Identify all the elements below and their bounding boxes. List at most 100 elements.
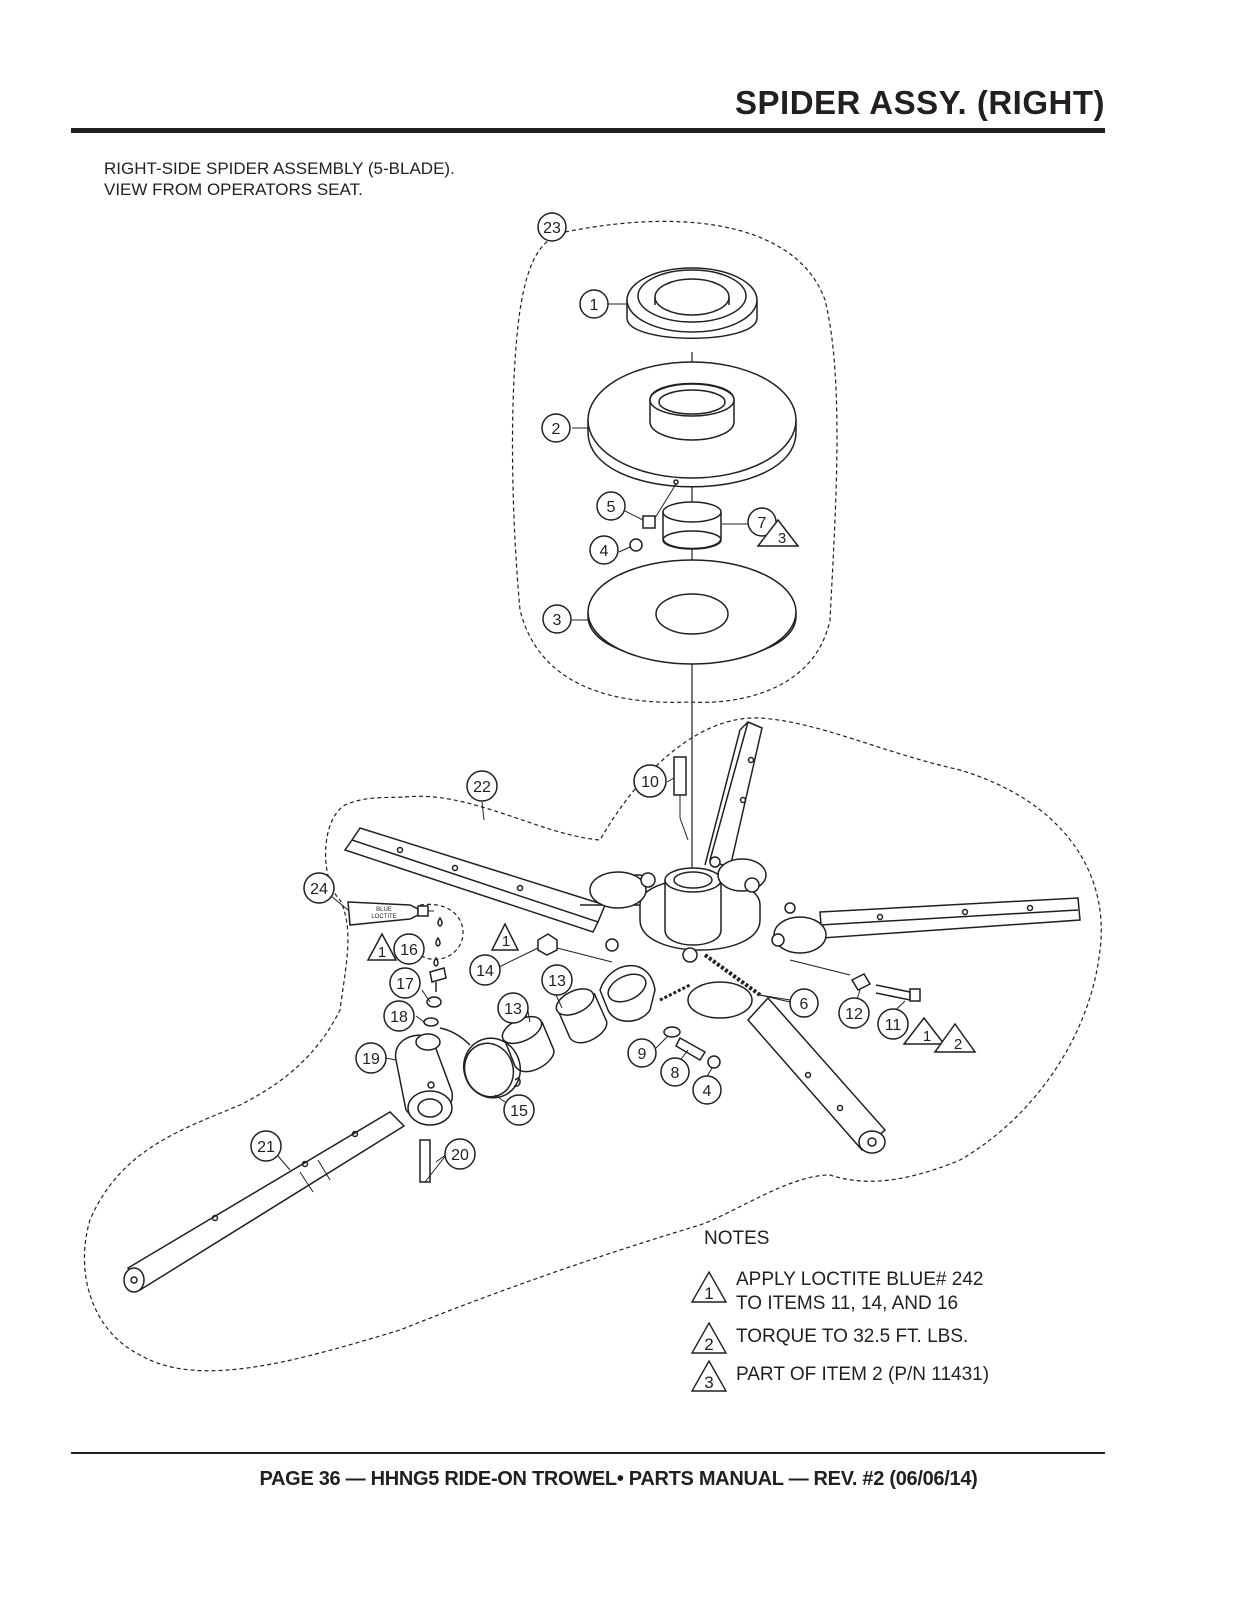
part-24-loctite-tube: BLUE LOCTITE [347,901,443,967]
callout-10-label: 10 [641,774,659,791]
noteref-1-item14: 1 [490,922,520,951]
assembly-22-outline [83,717,1102,1372]
noteref-1-item16-label: 1 [378,944,386,961]
part-7-sleeve [662,501,722,550]
callout-13-a-label: 13 [504,1001,522,1018]
callout-4-bottom: 4 [692,1075,722,1105]
callout-3-label: 3 [553,612,562,629]
part-4-cap-top [629,538,643,552]
callout-11-label: 11 [885,1017,902,1034]
callout-1: 1 [579,289,609,319]
noteref-1-item11-label: 1 [923,1028,931,1045]
noteref-1-item16: 1 [366,932,398,961]
part-1-bearing [626,267,758,339]
callout-6: 6 [789,988,819,1018]
note-3-number: 3 [704,1373,713,1392]
part-13-bushing-b [555,964,656,1044]
note-2-line-1: TORQUE TO 32.5 FT. LBS. [736,1326,969,1347]
callout-23: 23 [537,212,567,242]
part-19-clamp [394,1033,453,1126]
note-1-number: 1 [704,1284,713,1303]
callout-2-label: 2 [552,421,561,438]
part-18-washer [423,1017,439,1027]
caption-line-2: VIEW FROM OPERATORS SEAT. [104,180,363,199]
header-rule [71,128,1105,133]
part-10-key [673,756,689,841]
callout-9: 9 [627,1038,657,1068]
page-title: SPIDER ASSY. (RIGHT) [735,84,1105,121]
callout-18-label: 18 [390,1009,408,1026]
callout-12: 12 [838,997,870,1029]
callout-4-top-label: 4 [600,543,609,560]
callout-17-label: 17 [396,976,414,993]
callout-21-label: 21 [257,1139,275,1156]
callout-20: 20 [444,1138,476,1170]
part-spider-arm-right [819,897,1081,939]
callout-19-label: 19 [362,1051,380,1068]
callout-24: 24 [303,872,335,904]
callout-13-a: 13 [497,992,529,1024]
part-14-bolt [537,933,613,963]
part-21-blade-arm [123,1111,406,1293]
note-2-triangle: 2 [690,1321,728,1354]
callout-20-label: 20 [451,1147,469,1164]
part-11-bolt [789,959,921,1002]
callout-4-bottom-label: 4 [703,1083,712,1100]
caption-line-1: RIGHT-SIDE SPIDER ASSEMBLY (5-BLADE). [104,159,455,178]
part-5-grease-fitting [642,479,679,529]
callout-14: 14 [469,954,501,986]
loctite-label-line-2: LOCTITE [371,914,396,920]
part-2-pressure-plate [587,361,797,488]
callout-11: 11 [877,1008,909,1040]
callout-18: 18 [383,1000,415,1032]
callout-15: 15 [503,1094,535,1126]
loctite-label-line-1: BLUE [376,907,392,913]
callout-13-b: 13 [541,964,573,996]
part-9-washer [663,1026,681,1038]
callout-13-b-label: 13 [548,973,566,990]
notes-heading: NOTES [704,1228,770,1249]
part-17-lock-washer [426,996,442,1008]
note-3-triangle: 3 [690,1359,728,1392]
noteref-1-item11: 1 [902,1016,946,1045]
callout-6-label: 6 [800,996,809,1013]
callout-21: 21 [250,1130,282,1162]
noteref-3-item7-label: 3 [778,530,786,547]
callout-3: 3 [542,604,572,634]
page-footer: PAGE 36 — HHNG5 RIDE-ON TROWEL• PARTS MA… [259,1468,978,1490]
callout-12-label: 12 [845,1006,863,1023]
callout-8-label: 8 [671,1065,680,1082]
callout-7-label: 7 [758,515,767,532]
part-12-nut [850,973,872,991]
part-20-pin [419,1139,448,1183]
assembly-23-outline [511,220,838,703]
callout-22-label: 22 [473,779,491,796]
noteref-3-item7: 3 [756,518,800,547]
callout-17: 17 [389,967,421,999]
callout-22: 22 [466,770,498,802]
callout-10: 10 [633,764,667,798]
callout-23-label: 23 [543,220,561,237]
part-spider-hub [580,856,827,1019]
callout-19: 19 [355,1042,387,1074]
callout-9-label: 9 [638,1046,647,1063]
part-16-bolt [429,967,447,992]
note-1-line-2: TO ITEMS 11, 14, AND 16 [736,1293,959,1314]
callout-1-label: 1 [590,297,599,314]
part-spider-arm-lower-right [746,996,887,1154]
noteref-2-item11-label: 2 [954,1036,962,1053]
callout-16: 16 [393,933,425,965]
callout-15-label: 15 [510,1103,528,1120]
callout-5: 5 [596,491,626,521]
callout-4-top: 4 [589,535,619,565]
part-8-fitting [675,1036,707,1062]
callout-5-label: 5 [607,499,616,516]
callout-16-label: 16 [400,942,418,959]
note-2-number: 2 [704,1335,713,1354]
callout-14-label: 14 [476,963,494,980]
part-4-cap-bottom [707,1055,721,1069]
noteref-2-item11: 2 [933,1022,977,1053]
callout-24-label: 24 [310,881,328,898]
loctite-bubble [419,903,464,960]
